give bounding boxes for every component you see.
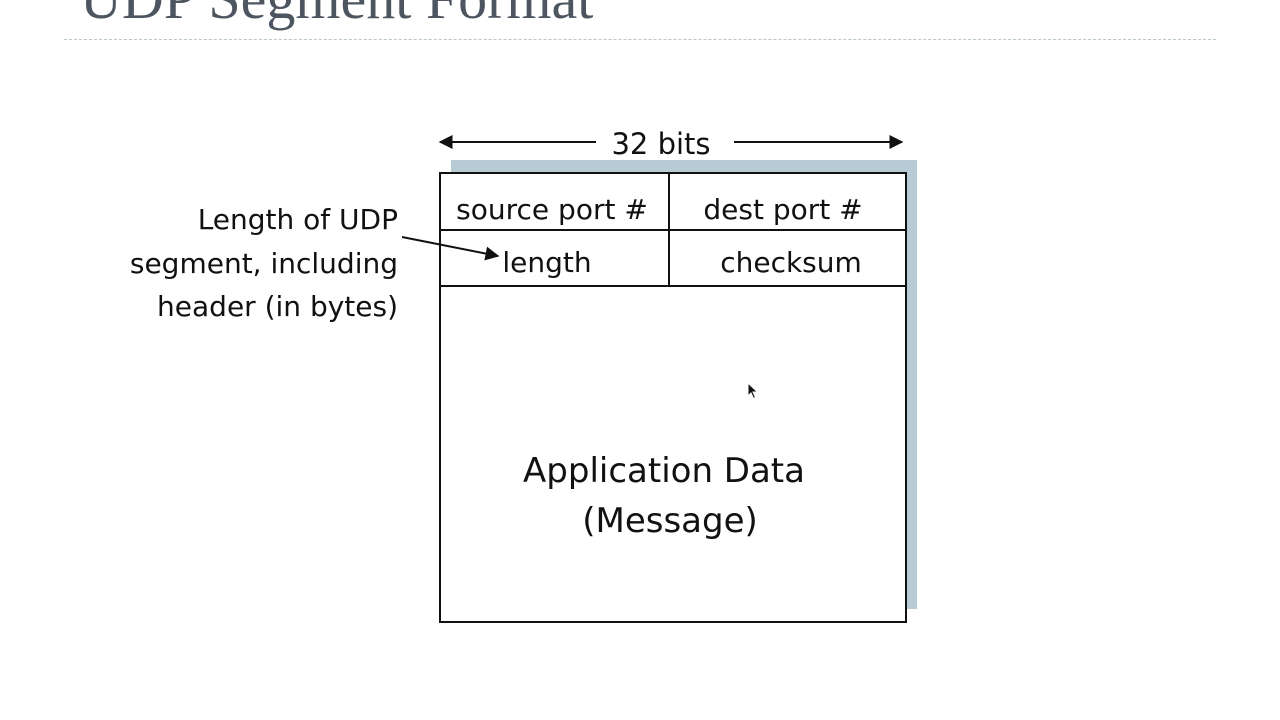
field-source-port: source port # [456, 193, 648, 226]
field-checksum: checksum [720, 246, 862, 279]
segment-box [439, 172, 907, 623]
payload-label-line2: (Message) [582, 501, 758, 541]
annotation-line2: segment, including [130, 247, 398, 280]
title-divider [64, 39, 1216, 40]
annotation-arrow [401, 236, 500, 261]
annotation-line3: header (in bytes) [157, 290, 398, 323]
field-dest-port: dest port # [703, 193, 862, 226]
mouse-cursor-icon [747, 382, 759, 400]
width-label: 32 bits [611, 127, 710, 161]
annotation-line1: Length of UDP [198, 203, 398, 236]
payload-label-line1: Application Data [523, 451, 805, 491]
slide-title: UDP Segment Format [80, 0, 593, 28]
field-length: length [502, 246, 591, 279]
